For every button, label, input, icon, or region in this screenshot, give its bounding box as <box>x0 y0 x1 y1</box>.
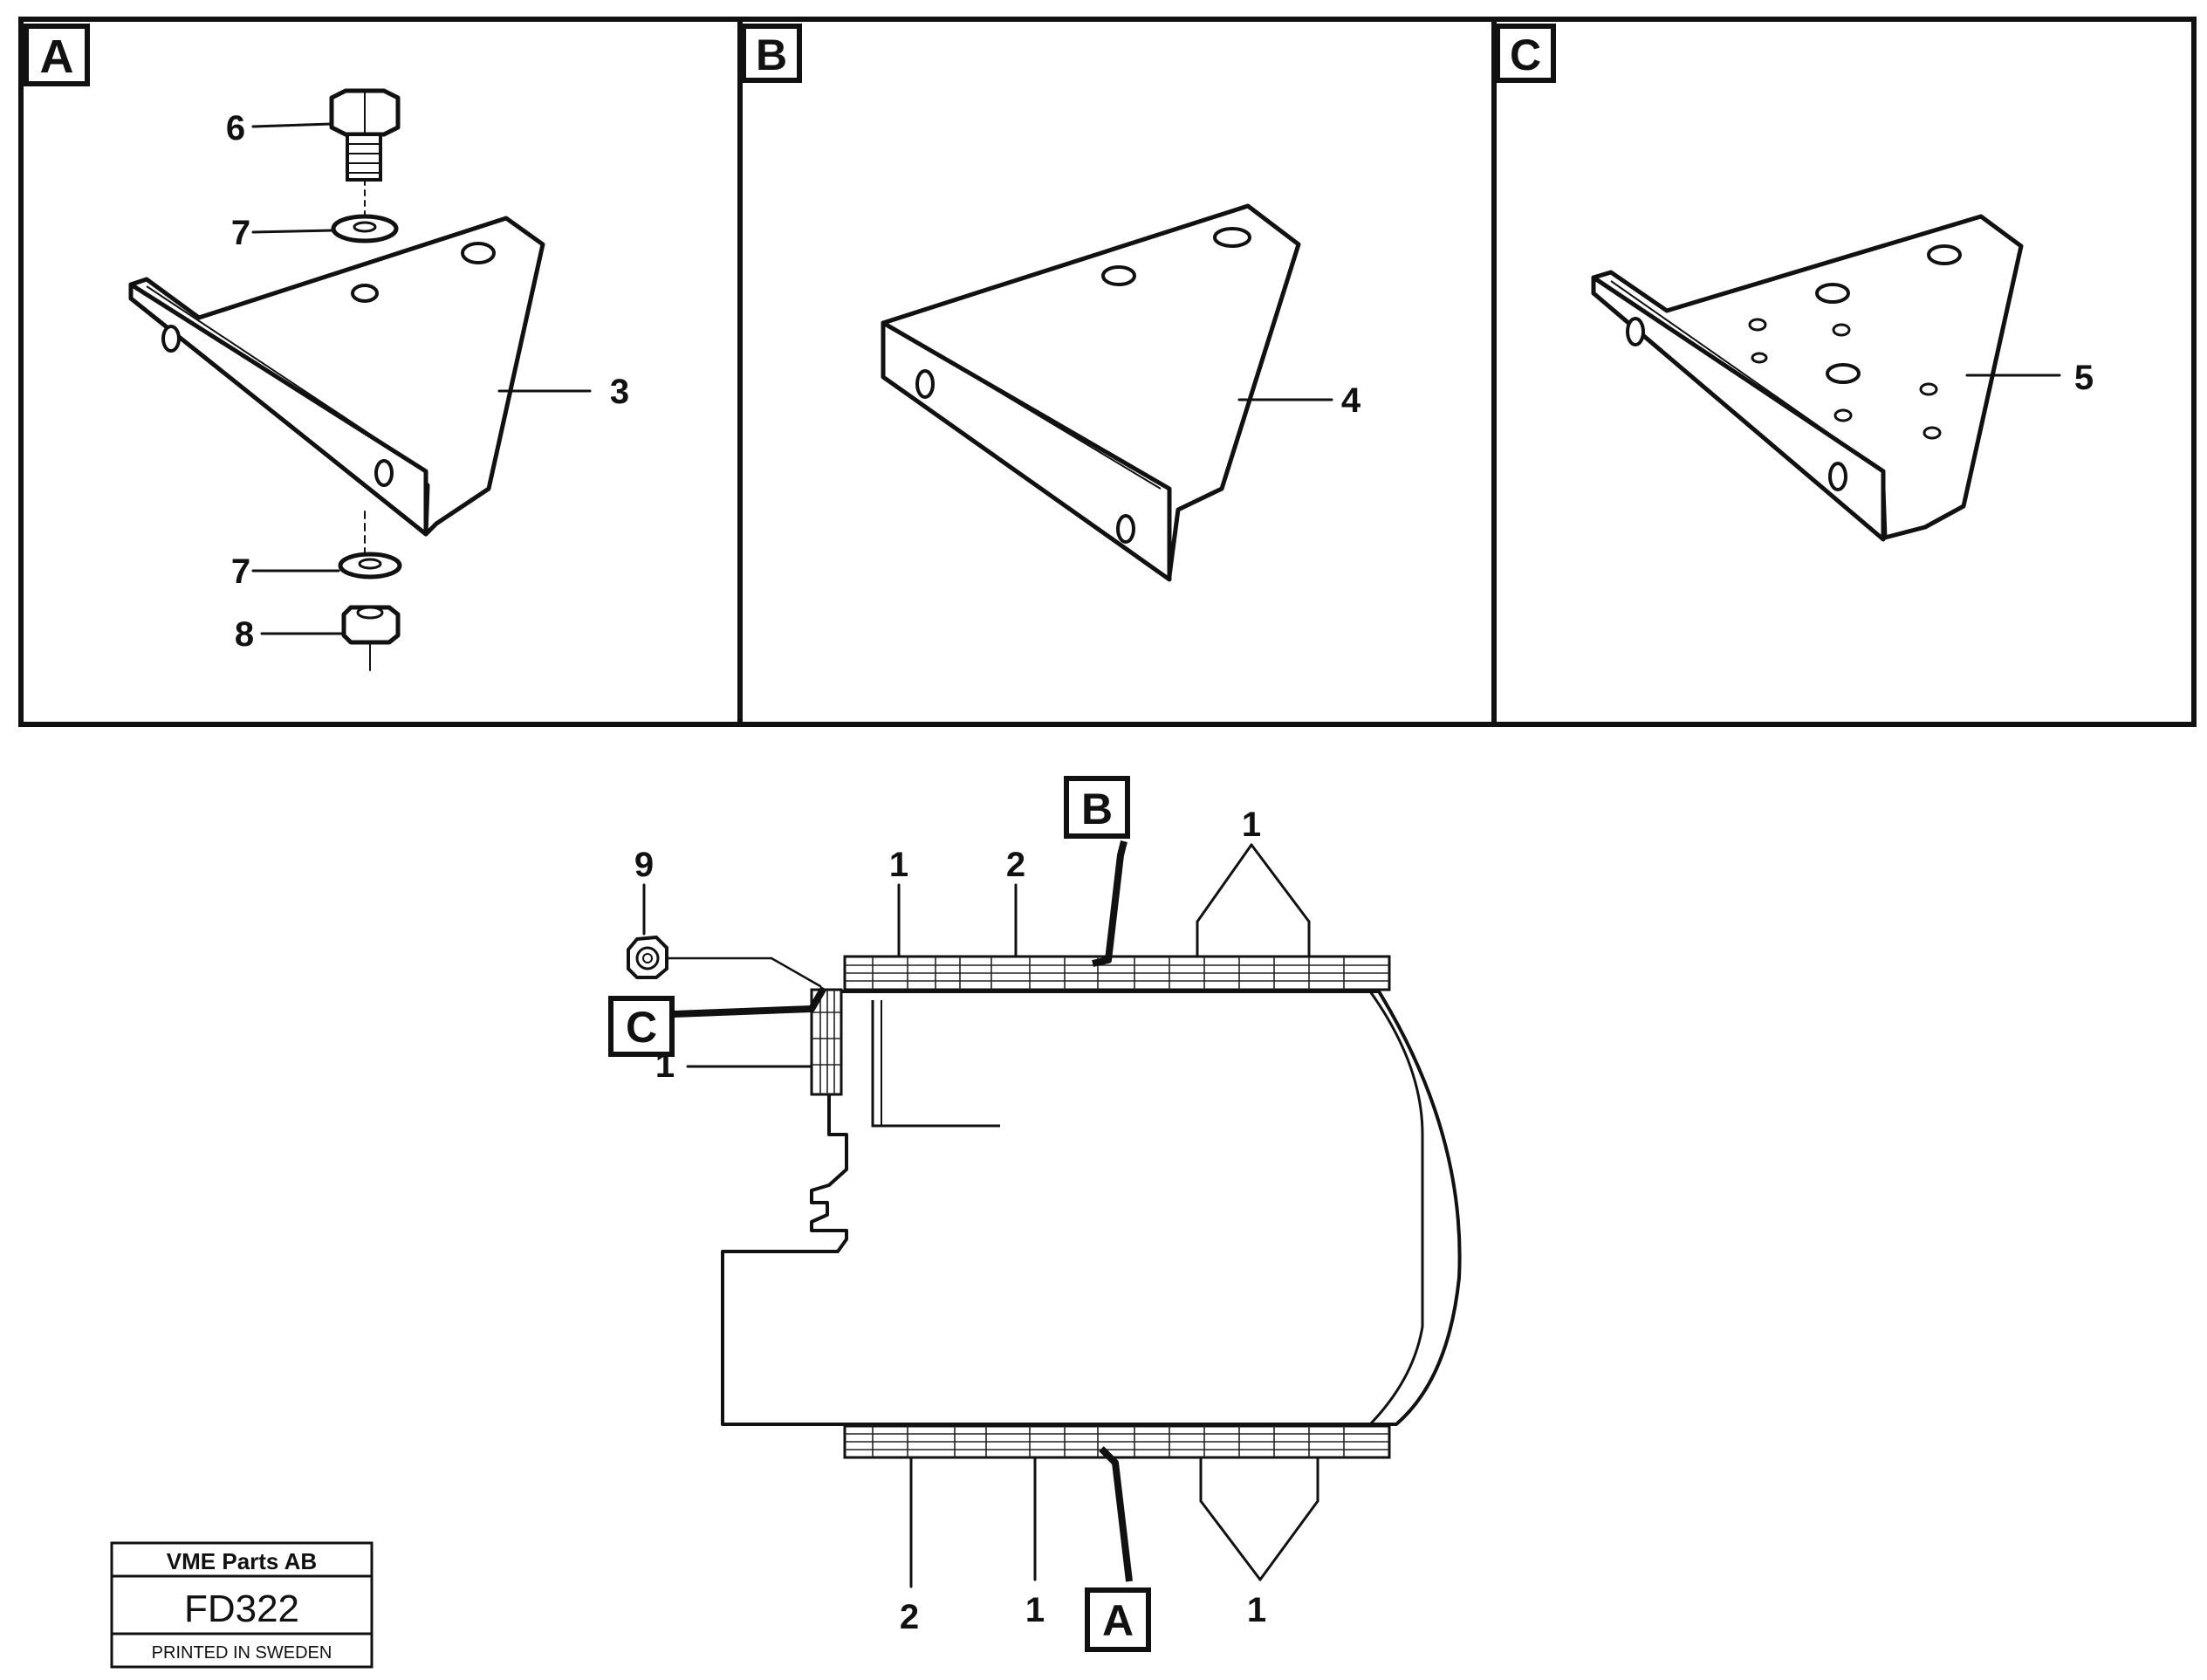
callout-top-1: 1 <box>889 846 908 884</box>
title-block-code: FD322 <box>184 1587 299 1630</box>
panel-b-label-box: B <box>741 24 802 83</box>
title-block: VME Parts AB FD322 PRINTED IN SWEDEN <box>110 1541 374 1669</box>
assembly-callouts: 9 1 2 1 1 2 1 1 <box>634 806 1319 1636</box>
panel-c-label-box: C <box>1495 24 1556 83</box>
panel-b-letter: B <box>756 31 787 79</box>
title-block-printed: PRINTED IN SWEDEN <box>152 1643 332 1663</box>
view-ref-a: A <box>1085 1446 1151 1652</box>
panel-a-label-box: A <box>24 24 90 86</box>
panel-a-callouts: 6 7 3 7 8 <box>226 109 629 654</box>
title-block-company: VME Parts AB <box>167 1548 317 1574</box>
callout-5: 5 <box>2074 359 2094 397</box>
panel-b-callouts: 4 <box>1237 381 1361 420</box>
callout-6: 6 <box>226 109 245 147</box>
view-ref-b: B <box>1064 776 1130 967</box>
bottom-strip <box>843 1424 1391 1459</box>
bracket-a-drawing <box>128 88 545 671</box>
view-ref-b-letter: B <box>1081 785 1113 833</box>
callout-3: 3 <box>610 373 629 411</box>
callout-7-lower: 7 <box>231 552 250 591</box>
callout-7-upper: 7 <box>231 214 250 252</box>
bracket-b-drawing <box>881 203 1301 582</box>
top-strip <box>843 955 1391 991</box>
assembly-drawing <box>627 935 1462 1459</box>
callout-bottom-2: 2 <box>900 1598 919 1636</box>
callout-4: 4 <box>1341 381 1361 420</box>
panel-c-callouts: 5 <box>1965 359 2094 397</box>
view-ref-c-letter: C <box>626 1003 657 1052</box>
callout-bottom-1: 1 <box>1025 1591 1045 1629</box>
callout-8: 8 <box>235 615 254 654</box>
bracket-c-drawing <box>1591 214 2024 542</box>
detail-panels <box>18 17 2197 727</box>
nut-9 <box>627 935 668 979</box>
panel-c-letter: C <box>1510 31 1541 79</box>
callout-9: 9 <box>634 846 654 884</box>
callout-top-right-1: 1 <box>1242 806 1261 844</box>
callout-top-2: 2 <box>1006 846 1025 884</box>
callout-bottom-right-1: 1 <box>1247 1591 1266 1629</box>
view-ref-c: C <box>608 985 827 1057</box>
left-strip <box>810 988 843 1096</box>
panel-a-letter: A <box>40 31 74 83</box>
view-ref-a-letter: A <box>1102 1596 1134 1645</box>
